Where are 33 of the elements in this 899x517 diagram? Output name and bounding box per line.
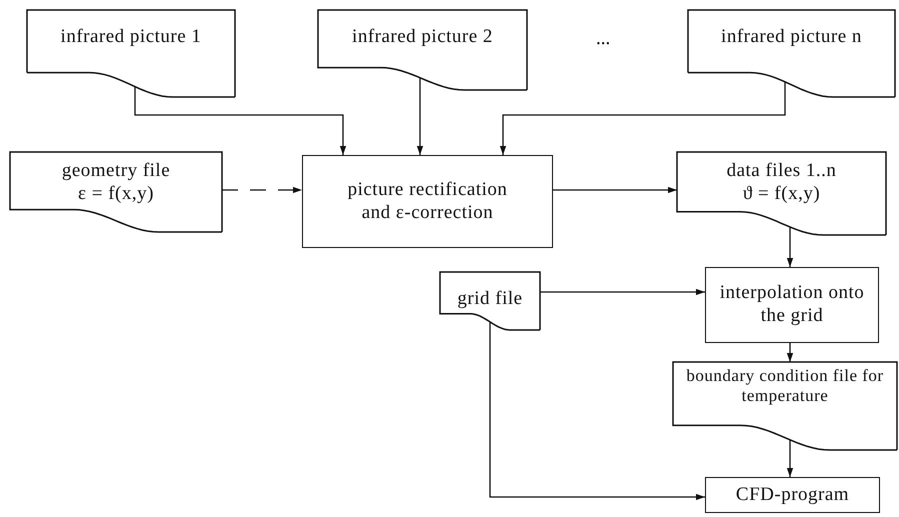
- node-text: boundary condition file for temperature: [685, 366, 885, 407]
- arrow: [553, 186, 677, 194]
- document-shape: [318, 10, 527, 90]
- arrow: [489, 322, 705, 500]
- process-box: [705, 477, 880, 513]
- process-box: [302, 155, 553, 248]
- node-text: infrared picture 2: [352, 26, 493, 49]
- document-shape: [673, 362, 897, 450]
- document-shape: [688, 10, 895, 97]
- node-text: infrared picture 1: [60, 26, 202, 49]
- document-shape: [27, 10, 235, 97]
- node-text: CFD-program: [736, 484, 850, 506]
- node-text: ε = f(x,y): [78, 182, 154, 206]
- node-text: infrared picture n: [721, 26, 862, 49]
- node-text: data files 1..n: [726, 160, 836, 183]
- node-text: picture rectification and ε-correction: [346, 178, 508, 224]
- document-shape: [10, 152, 222, 232]
- node-text: grid file: [457, 288, 523, 311]
- node-text: interpolation onto the grid: [718, 282, 866, 328]
- arrow: [222, 186, 302, 194]
- arrow: [500, 82, 786, 155]
- arrow: [786, 343, 794, 362]
- arrow: [540, 288, 705, 296]
- node-text: geometry file: [62, 160, 170, 183]
- arrow: [134, 86, 346, 155]
- arrow: [416, 78, 424, 155]
- document-shape: [677, 152, 886, 235]
- document-shape: [440, 272, 540, 330]
- arrow: [786, 227, 794, 267]
- arrow: [786, 440, 794, 477]
- process-box: [705, 267, 879, 343]
- ellipsis-text: ...: [596, 28, 610, 50]
- node-text: ϑ = f(x,y): [742, 182, 820, 206]
